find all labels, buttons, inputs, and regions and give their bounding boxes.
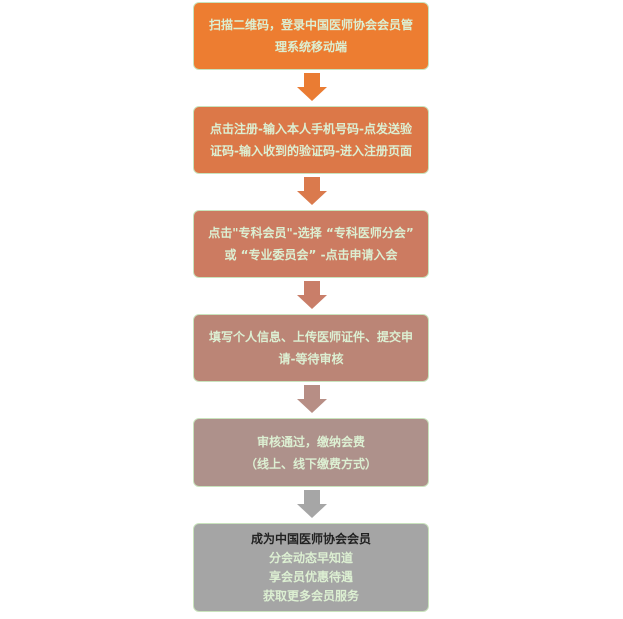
step-6-line-1: 分会动态早知道 bbox=[268, 550, 353, 565]
step-5-box: 审核通过，缴纳会费 （线上、线下缴费方式） bbox=[193, 418, 429, 487]
step-6-line-2: 享会员优惠待遇 bbox=[268, 569, 353, 584]
step-6-title: 成为中国医师协会会员 bbox=[250, 531, 371, 546]
down-arrow-icon bbox=[297, 490, 327, 518]
down-arrow-icon bbox=[297, 385, 327, 413]
step-6-box: 成为中国医师协会会员 分会动态早知道 享会员优惠待遇 获取更多会员服务 bbox=[193, 523, 429, 612]
step-3-box: 点击"专科会员"-选择 “专科医师分会” 或 “专业委员会” -点击申请入会 bbox=[193, 210, 429, 278]
down-arrow-icon bbox=[297, 177, 327, 205]
step-5-line-2: （线上、线下缴费方式） bbox=[244, 456, 377, 471]
step-5-line-1: 审核通过，缴纳会费 bbox=[256, 434, 365, 449]
step-4-line-1: 填写个人信息、上传医师证件、提交申 bbox=[208, 330, 413, 344]
step-3-line-1: 点击"专科会员"-选择 “专科医师分会” bbox=[208, 226, 414, 240]
step-2-line-1: 点击注册-输入本人手机号码-点发送验 bbox=[210, 122, 412, 136]
step-2-box: 点击注册-输入本人手机号码-点发送验 证码-输入收到的验证码-进入注册页面 bbox=[193, 106, 429, 174]
down-arrow-icon bbox=[297, 73, 327, 101]
step-1-line-2: 理系统移动端 bbox=[274, 40, 347, 54]
step-1-line-1: 扫描二维码，登录中国医师协会会员管 bbox=[208, 18, 413, 32]
down-arrow-icon bbox=[297, 281, 327, 309]
step-4-line-2: 请-等待审核 bbox=[278, 352, 344, 366]
step-6-line-3: 获取更多会员服务 bbox=[262, 588, 359, 603]
step-3-line-2: 或 “专业委员会” -点击申请入会 bbox=[224, 248, 398, 262]
step-2-line-2: 证码-输入收到的验证码-进入注册页面 bbox=[210, 144, 412, 158]
step-1-box: 扫描二维码，登录中国医师协会会员管 理系统移动端 bbox=[193, 2, 429, 70]
step-4-box: 填写个人信息、上传医师证件、提交申 请-等待审核 bbox=[193, 314, 429, 382]
